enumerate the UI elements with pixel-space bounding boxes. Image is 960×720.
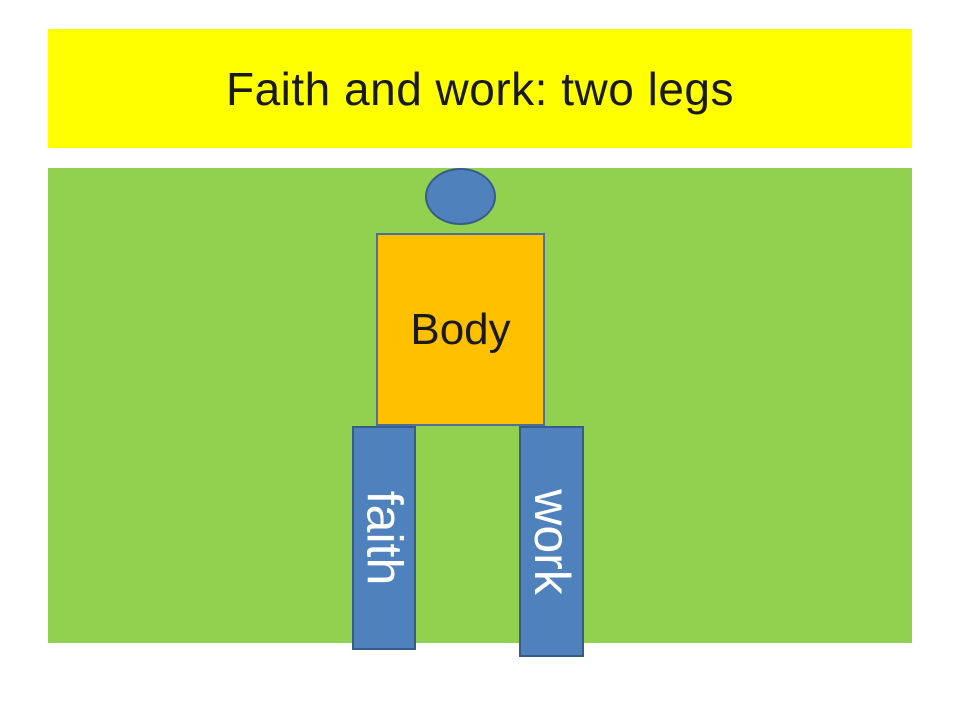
right-leg-label: work bbox=[523, 488, 580, 595]
figure-head bbox=[425, 168, 496, 225]
left-leg-label: faith bbox=[356, 490, 413, 586]
title-banner: Faith and work: two legs bbox=[48, 29, 912, 148]
body-label: Body bbox=[410, 304, 511, 354]
left-leg: faith bbox=[352, 426, 416, 650]
figure-body: Body bbox=[376, 233, 545, 426]
slide-title: Faith and work: two legs bbox=[225, 62, 734, 115]
right-leg: work bbox=[519, 426, 584, 657]
